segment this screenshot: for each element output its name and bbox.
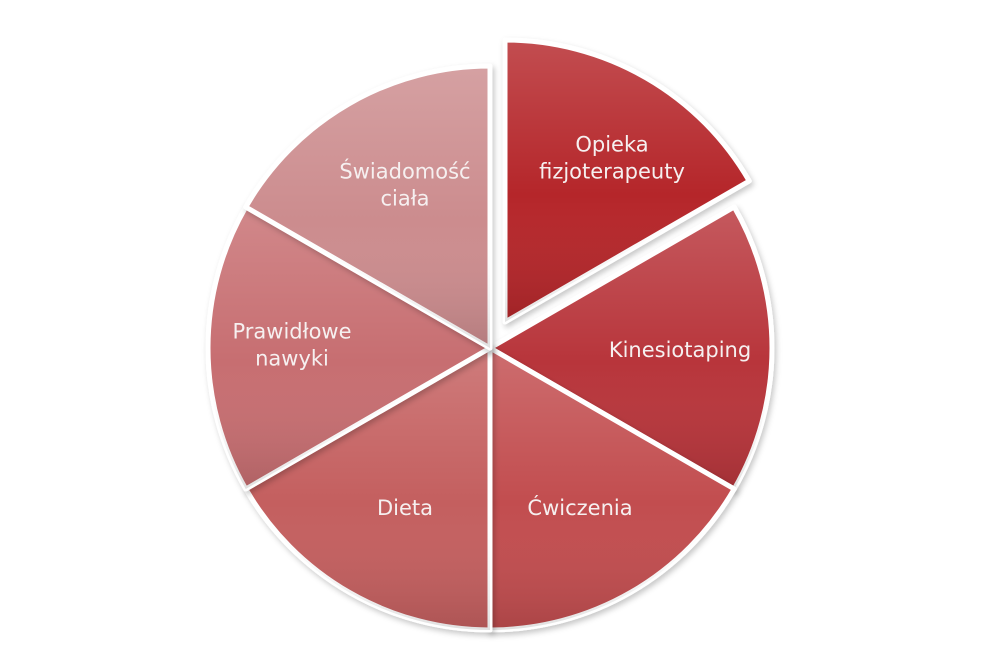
segment-nawyki-label-line: Prawidłowe bbox=[232, 320, 351, 344]
segment-kinesiotaping-gloss bbox=[490, 207, 772, 489]
segment-kinesiotaping-label: Kinesiotaping bbox=[609, 338, 751, 362]
segment-swiadomosc-label: Świadomość ciała bbox=[339, 159, 470, 211]
segment-cwiczenia bbox=[487, 345, 737, 633]
segment-cwiczenia-gloss bbox=[490, 348, 735, 630]
segment-dieta bbox=[243, 345, 493, 633]
segment-nawyki-gloss bbox=[207, 207, 490, 489]
segment-cwiczenia-label: Ćwiczenia bbox=[527, 495, 632, 520]
segment-kinesiotaping bbox=[487, 204, 775, 492]
segment-opieka-label-line: Opieka bbox=[575, 133, 648, 157]
segment-cwiczenia-label-line: Ćwiczenia bbox=[527, 495, 632, 520]
segment-dieta-label: Dieta bbox=[377, 496, 433, 520]
segment-swiadomosc-label-line: ciała bbox=[380, 187, 429, 211]
segment-nawyki bbox=[205, 204, 493, 492]
segment-swiadomosc-label-line: Świadomość bbox=[339, 159, 470, 184]
segment-opieka bbox=[502, 37, 752, 325]
segment-nawyki-label-line: nawyki bbox=[255, 347, 329, 371]
segment-dieta-gloss bbox=[245, 348, 490, 630]
segment-opieka-label-line: fizjoterapeuty bbox=[539, 160, 685, 184]
segment-kinesiotaping-label-line: Kinesiotaping bbox=[609, 338, 751, 362]
segment-swiadomosc bbox=[243, 63, 493, 351]
segment-dieta-label-line: Dieta bbox=[377, 496, 433, 520]
segment-swiadomosc-gloss bbox=[245, 66, 490, 348]
segment-opieka-label: Opieka fizjoterapeuty bbox=[539, 133, 685, 184]
segment-nawyki-label: Prawidłowe nawyki bbox=[232, 320, 351, 371]
segment-opieka-gloss bbox=[505, 40, 750, 323]
